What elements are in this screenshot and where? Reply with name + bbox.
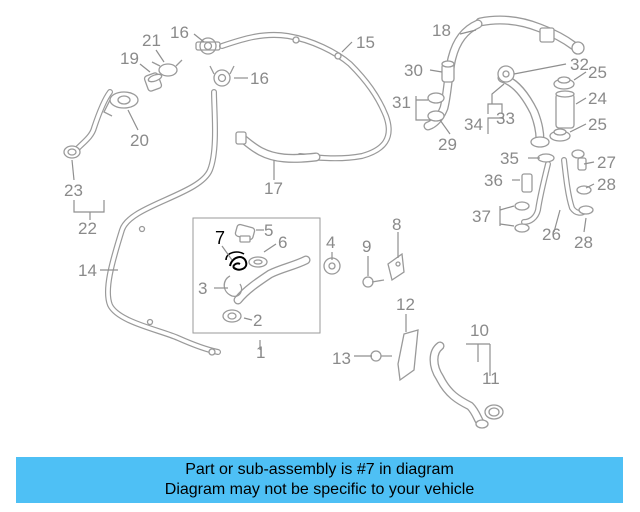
part-8-bracket: [387, 252, 405, 282]
part-30: [441, 60, 455, 83]
callout-18: 18: [432, 21, 451, 40]
callout-2: 2: [253, 311, 262, 330]
callout-17: 17: [264, 179, 283, 198]
callout-22: 22: [78, 219, 97, 238]
callout-27: 27: [597, 153, 616, 172]
callout-11: 11: [482, 369, 500, 388]
part-37: [514, 201, 530, 233]
part-4: [323, 257, 341, 275]
callout-8: 8: [392, 215, 401, 234]
callout-37: 37: [472, 207, 491, 226]
detail-box: [192, 217, 321, 334]
part-9-bolt: [362, 276, 385, 288]
part-info-banner: Part or sub-assembly is #7 in diagram Di…: [16, 457, 623, 503]
part-2: [222, 309, 242, 323]
callout-35: 35: [500, 149, 519, 168]
part-21: [151, 59, 183, 77]
part-31: [427, 92, 445, 122]
callout-3: 3: [198, 279, 207, 298]
callout-25-lower: 25: [588, 115, 607, 134]
part-23-oring: [63, 145, 81, 159]
callout-33: 33: [496, 109, 515, 128]
banner-line-2: Diagram may not be specific to your vehi…: [164, 481, 475, 498]
part-35: [537, 149, 585, 163]
hose-10: [429, 341, 485, 427]
leader-lines: [71, 29, 595, 376]
part-12-bracket: [397, 329, 419, 382]
part-25-lower: [549, 128, 571, 142]
coolant-pipe-15: [219, 31, 392, 162]
part-1-hose: [233, 255, 311, 305]
part-3: [223, 275, 243, 297]
callout-28-top: 28: [597, 175, 616, 194]
part-22-pipe: [75, 89, 113, 151]
part-24-cylinder: [555, 90, 575, 129]
part-34-clamp: [530, 136, 550, 148]
callout-21: 21: [142, 31, 161, 50]
callout-15: 15: [356, 33, 375, 52]
callout-25-top: 25: [588, 63, 607, 82]
part-19: [143, 72, 163, 92]
callout-16-lower: 16: [250, 69, 269, 88]
banner-line-1: Part or sub-assembly is #7 in diagram: [185, 461, 454, 478]
callout-26: 26: [542, 225, 561, 244]
part-16-top: [195, 37, 221, 55]
part-16-lower: [209, 65, 235, 87]
callout-14: 14: [78, 261, 97, 280]
part-36: [521, 173, 533, 193]
callout-5: 5: [264, 221, 273, 240]
callout-16-top: 16: [170, 23, 189, 42]
callout-19: 19: [120, 49, 139, 68]
callout-12: 12: [396, 295, 415, 314]
hose-17: [235, 131, 321, 163]
part-13-bolt: [370, 350, 392, 362]
hose-18: [475, 15, 585, 55]
callout-32: 32: [570, 55, 589, 74]
callout-34: 34: [464, 115, 483, 134]
hose-33: [497, 73, 545, 145]
callout-20: 20: [130, 131, 149, 150]
part-7-clip: [225, 251, 248, 271]
part-28-top: [576, 185, 592, 195]
part-6: [248, 256, 268, 268]
callout-31: 31: [392, 93, 411, 112]
callout-29: 29: [438, 135, 457, 154]
callout-23: 23: [64, 181, 83, 200]
callout-labels: 1 2 3 4 5 6 7 8 9 10 11 12 13 14 15 16 1…: [64, 21, 616, 388]
callout-1: 1: [256, 343, 265, 362]
callout-36: 36: [484, 171, 503, 190]
part-5: [234, 223, 256, 243]
callout-4: 4: [326, 233, 335, 252]
callout-24: 24: [588, 89, 607, 108]
callout-13: 13: [332, 349, 351, 368]
parts-diagram: 1 2 3 4 5 6 7 8 9 10 11 12 13 14 15 16 1…: [63, 15, 616, 429]
callout-9: 9: [362, 237, 371, 256]
part-11-oring: [475, 404, 504, 429]
part-25-top: [553, 76, 575, 90]
part-20: [103, 91, 139, 117]
callout-6: 6: [278, 233, 287, 252]
callout-28-lower: 28: [574, 233, 593, 252]
part-28-lower: [578, 205, 594, 215]
callout-7-highlighted: 7: [215, 228, 225, 248]
coolant-pipe-14: [104, 89, 221, 356]
part-32: [497, 65, 515, 83]
callout-10: 10: [470, 321, 489, 340]
callout-30: 30: [404, 61, 423, 80]
